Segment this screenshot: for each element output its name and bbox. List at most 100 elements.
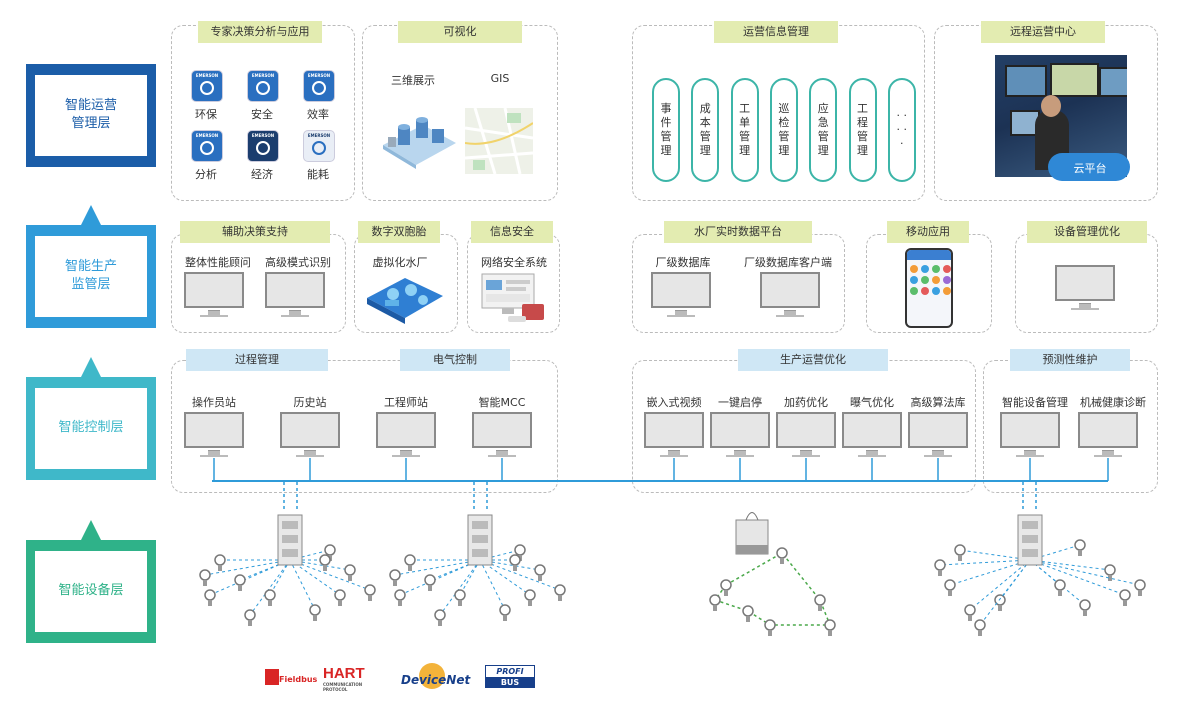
emerson-app-label: 效率 xyxy=(307,108,329,121)
station-label: 历史站 xyxy=(293,396,327,409)
emerson-app-icon: EMERSON xyxy=(191,130,223,162)
monitor-icon xyxy=(776,412,836,458)
devicenet-logo: DeviceNet xyxy=(401,663,470,691)
station-label: 加药优化 xyxy=(784,396,828,409)
pill-label: 工程管理 xyxy=(857,102,868,157)
arrow-up-icon xyxy=(81,520,101,540)
layer-control-label: 智能控制层 xyxy=(35,388,147,469)
emerson-app-icon: EMERSON xyxy=(303,70,335,102)
tag-mobile: 移动应用 xyxy=(887,221,969,243)
tag-visual: 可视化 xyxy=(398,21,522,43)
pill-label: 巡检管理 xyxy=(778,102,790,157)
app-glyph-icon xyxy=(200,141,214,155)
pill-ops-item: · · · · · xyxy=(887,78,916,182)
app-glyph-icon xyxy=(256,81,270,95)
emerson-badge-text: EMERSON xyxy=(307,73,331,78)
pill-label: · · · · · xyxy=(896,109,908,150)
emerson-app-icon: EMERSON xyxy=(303,130,335,162)
pill-ops-item: 工单管理 xyxy=(730,78,759,182)
label-twin: 虚拟化水厂 xyxy=(372,256,428,269)
monitor-icon xyxy=(760,272,820,318)
field-devices xyxy=(199,512,1146,637)
emerson-badge-text: EMERSON xyxy=(195,73,219,78)
station-label: 机械健康诊断 xyxy=(1080,396,1146,409)
arrow-up-icon xyxy=(81,205,101,225)
station-label: 智能MCC xyxy=(478,396,526,409)
map-icon xyxy=(465,108,533,174)
app-glyph-icon xyxy=(200,81,214,95)
tag-plant: 水厂实时数据平台 xyxy=(664,221,812,243)
layer-supervision-label: 智能生产 监管层 xyxy=(35,236,147,317)
app-glyph-icon xyxy=(312,81,326,95)
emerson-app-icon: EMERSON xyxy=(247,70,279,102)
emerson-badge-text: EMERSON xyxy=(195,133,219,138)
layer-device: 智能设备层 xyxy=(26,540,156,643)
pill-ops-item: 事件管理 xyxy=(652,78,680,182)
monitor-icon xyxy=(265,272,325,318)
arrow-up-icon xyxy=(81,357,101,377)
monitor-icon xyxy=(842,412,902,458)
layer-operations-label: 智能运营 管理层 xyxy=(35,75,147,156)
emerson-app-icon: EMERSON xyxy=(191,70,223,102)
monitor-icon xyxy=(644,412,704,458)
label-plant-1: 厂级数据库 xyxy=(655,256,711,269)
station-label: 操作员站 xyxy=(192,396,236,409)
security-system-icon xyxy=(481,273,544,322)
tag-ops: 运营信息管理 xyxy=(714,21,838,43)
pill-label: 应急管理 xyxy=(817,102,829,157)
label-plant-2: 厂级数据库客户端 xyxy=(744,256,832,269)
layer-control: 智能控制层 xyxy=(26,377,156,480)
cloud-label: 云平台 xyxy=(1073,162,1107,175)
pill-label: 成本管理 xyxy=(699,102,711,157)
monitor-icon xyxy=(1000,412,1060,458)
monitor-icon xyxy=(710,412,770,458)
monitor-icon xyxy=(376,412,436,458)
tag-asset: 设备管理优化 xyxy=(1027,221,1147,243)
tag-expert: 专家决策分析与应用 xyxy=(198,21,322,43)
monitor-icon xyxy=(472,412,532,458)
station-label: 一键启停 xyxy=(718,396,762,409)
tag-remote: 远程运营中心 xyxy=(981,21,1105,43)
emerson-app-label: 安全 xyxy=(251,108,273,121)
monitor-icon xyxy=(651,272,711,318)
monitor-icon xyxy=(280,412,340,458)
emerson-app-icon: EMERSON xyxy=(247,130,279,162)
profibus-logo: PROFI BUS xyxy=(485,665,537,689)
fieldbus-logo: Fieldbus xyxy=(265,667,317,687)
monitor-icon xyxy=(1055,265,1115,311)
app-glyph-icon xyxy=(256,141,270,155)
monitor-icon xyxy=(1078,412,1138,458)
station-label: 曝气优化 xyxy=(850,396,894,409)
emerson-badge-text: EMERSON xyxy=(307,133,331,138)
label-sec: 网络安全系统 xyxy=(481,256,547,269)
station-label: 嵌入式视频 xyxy=(646,396,702,409)
monitor-icon xyxy=(908,412,968,458)
hart-logo: HART COMMUNICATION PROTOCOL xyxy=(323,665,365,692)
layer-supervision: 智能生产 监管层 xyxy=(26,225,156,328)
digital-twin-icon xyxy=(367,278,443,324)
tag-process: 过程管理 xyxy=(186,349,328,371)
pill-ops-item: 工程管理 xyxy=(848,78,877,182)
emerson-app-label: 经济 xyxy=(251,168,273,181)
app-glyph-icon xyxy=(312,141,326,155)
label-gis: GIS xyxy=(490,72,510,85)
layer-operations: 智能运营 管理层 xyxy=(26,64,156,167)
station-label: 智能设备管理 xyxy=(1002,396,1068,409)
tag-twin: 数字双胞胎 xyxy=(358,221,440,243)
layer-device-label: 智能设备层 xyxy=(35,551,147,632)
tag-prod: 生产运营优化 xyxy=(738,349,888,371)
tag-elec: 电气控制 xyxy=(400,349,510,371)
monitor-icon xyxy=(184,412,244,458)
cloud-icon xyxy=(1048,153,1130,181)
pill-ops-item: 成本管理 xyxy=(691,78,720,182)
emerson-app-label: 环保 xyxy=(195,108,217,121)
pill-ops-item: 应急管理 xyxy=(809,78,838,182)
pill-label: 事件管理 xyxy=(660,102,672,157)
emerson-app-label: 分析 xyxy=(195,168,217,181)
tag-sec: 信息安全 xyxy=(471,221,553,243)
station-label: 高级算法库 xyxy=(910,396,966,409)
emerson-app-label: 能耗 xyxy=(307,168,329,181)
label-aux-1: 整体性能顾问 xyxy=(185,256,251,269)
pill-ops-item: 巡检管理 xyxy=(769,78,798,182)
label-3d: 三维展示 xyxy=(391,74,435,87)
